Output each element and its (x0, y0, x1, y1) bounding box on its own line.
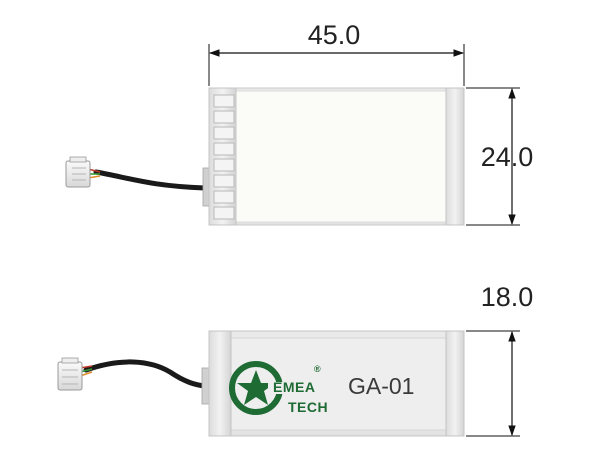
registered-mark: ® (314, 364, 321, 374)
top-cable (93, 169, 208, 191)
height-dimension-label: 24.0 (481, 142, 534, 172)
top-housing (208, 87, 465, 226)
depth-dimension-label: 18.0 (481, 282, 534, 312)
width-dimension-label: 45.0 (308, 20, 361, 50)
top-view: 45.0 24.0 (65, 20, 534, 226)
top-grommet (202, 167, 210, 207)
side-cable (83, 359, 208, 389)
brand-name-line1: EMEA (273, 379, 315, 395)
model-number: GA-01 (348, 373, 414, 399)
top-connector (65, 156, 91, 188)
side-connector (57, 357, 83, 391)
brand-logo: EMEA TECH ® (229, 361, 328, 415)
brand-logo-star-icon (237, 370, 275, 405)
side-view: 18.0 EMEA (57, 282, 534, 437)
brand-name-line2: TECH (288, 399, 328, 415)
